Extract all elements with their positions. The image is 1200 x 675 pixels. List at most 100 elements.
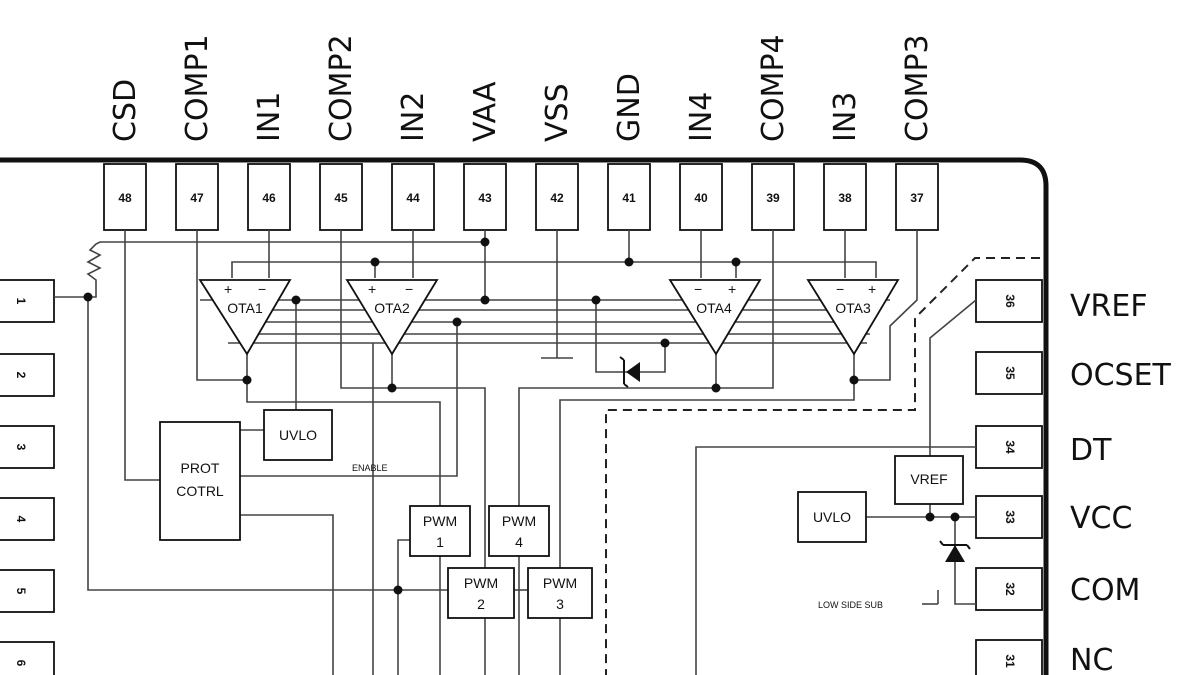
pin-number-41: 41 <box>622 191 636 205</box>
pin-number-43: 43 <box>478 191 492 205</box>
ota3-label: OTA3 <box>835 300 871 316</box>
ota2-label: OTA2 <box>374 300 410 316</box>
prot-cotrl-block <box>159 421 241 541</box>
pin-number-37: 37 <box>910 191 924 205</box>
pin-box-41 <box>607 163 651 231</box>
junction-dots <box>83 237 960 595</box>
pin-label-comp1: COMP1 <box>180 34 215 142</box>
pin-box-1 <box>0 279 55 323</box>
zener-diode-icon <box>619 356 640 388</box>
pin-box-39 <box>751 163 795 231</box>
pin-box-3 <box>0 425 55 469</box>
pin-number-40: 40 <box>694 191 708 205</box>
pin-number-36: 36 <box>1003 294 1017 308</box>
pin-number-45: 45 <box>334 191 348 205</box>
pin-label-in1: IN1 <box>252 92 287 142</box>
pin-number-2: 2 <box>14 372 28 379</box>
pin-label-comp4: COMP4 <box>756 34 791 142</box>
right-pins: 36 VREF 35 OCSET 34 DT 33 VCC 32 COM 31 … <box>975 279 1172 675</box>
ota1-label: OTA1 <box>227 300 263 316</box>
ota2-plus-sign: + <box>368 281 376 297</box>
pin-number-47: 47 <box>190 191 204 205</box>
pwm1-label: PWM <box>423 513 457 529</box>
pin-label-vcc: VCC <box>1070 501 1132 536</box>
pin-number-48: 48 <box>118 191 132 205</box>
pin-label-comp2: COMP2 <box>324 34 359 142</box>
pin-label-in4: IN4 <box>684 92 719 142</box>
vcc-zener-diode-icon <box>939 540 971 562</box>
ota1-amplifier: + − OTA1 <box>198 279 292 356</box>
wires <box>54 230 977 675</box>
left-pins: 1 2 3 4 5 6 <box>0 279 55 675</box>
pwm2-number: 2 <box>477 596 485 612</box>
pin-number-46: 46 <box>262 191 276 205</box>
pin-number-34: 34 <box>1003 440 1017 454</box>
vref-block-label: VREF <box>910 471 947 487</box>
ota1-plus-sign: + <box>224 281 232 297</box>
uvlo-right-label: UVLO <box>813 509 851 525</box>
low-side-sub-annotation: LOW SIDE SUB <box>818 600 883 610</box>
pin-label-nc: NC <box>1070 643 1113 675</box>
ota3-plus-sign: + <box>868 281 876 297</box>
isolation-boundary <box>605 257 1040 675</box>
uvlo-block-left <box>263 409 333 461</box>
pin-box-35 <box>975 351 1043 395</box>
pwm3-block <box>527 567 593 619</box>
pin-label-com: COM <box>1070 573 1140 608</box>
pwm2-block <box>447 567 515 619</box>
pwm2-label: PWM <box>464 575 498 591</box>
pin-box-5 <box>0 569 55 613</box>
pin-number-35: 35 <box>1003 366 1017 380</box>
pin-number-38: 38 <box>838 191 852 205</box>
pin-box-38 <box>823 163 867 231</box>
pin-number-4: 4 <box>14 516 28 523</box>
pin-number-42: 42 <box>550 191 564 205</box>
cotrl-label: COTRL <box>176 483 224 499</box>
ota3-amplifier: − + OTA3 <box>806 279 900 356</box>
pin-number-3: 3 <box>14 444 28 451</box>
pin-label-ocset: OCSET <box>1070 358 1172 393</box>
pin-box-32 <box>975 567 1043 611</box>
pin-label-vaa: VAA <box>468 81 503 142</box>
pin-box-36 <box>975 279 1043 323</box>
ota3-minus-sign: − <box>836 281 844 297</box>
pin-label-gnd: GND <box>612 73 647 142</box>
pin-number-31: 31 <box>1003 654 1017 668</box>
pin-label-in3: IN3 <box>828 92 863 142</box>
pwm3-label: PWM <box>543 575 577 591</box>
pin-box-48 <box>103 163 147 231</box>
vref-block <box>894 455 964 505</box>
pin-box-6 <box>0 641 55 675</box>
prot-label: PROT <box>181 460 220 476</box>
ota2-amplifier: + − OTA2 <box>345 279 439 356</box>
ic-package-outline <box>0 157 1049 675</box>
ota2-minus-sign: − <box>405 281 413 297</box>
pin-number-44: 44 <box>406 191 420 205</box>
pin-number-1: 1 <box>14 298 28 305</box>
enable-annotation: ENABLE <box>352 463 388 473</box>
pin-label-vss: VSS <box>540 83 575 142</box>
pin-label-comp3: COMP3 <box>900 34 935 142</box>
pin-number-39: 39 <box>766 191 780 205</box>
pin-number-33: 33 <box>1003 510 1017 524</box>
pin-number-5: 5 <box>14 588 28 595</box>
pin-label-vref: VREF <box>1070 289 1148 324</box>
pwm4-label: PWM <box>502 513 536 529</box>
top-pin-labels: CSD COMP1 IN1 COMP2 IN2 VAA VSS GND IN4 … <box>108 34 935 142</box>
pin-label-in2: IN2 <box>396 92 431 142</box>
uvlo-block-right <box>797 491 867 543</box>
pwm1-block <box>409 505 471 557</box>
top-pins: 48 47 46 45 44 43 42 41 40 39 38 37 <box>103 163 939 231</box>
pin-box-31 <box>975 639 1043 675</box>
pin-box-45 <box>319 163 363 231</box>
ota4-amplifier: − + OTA4 <box>668 279 762 356</box>
ota1-minus-sign: − <box>258 281 266 297</box>
pwm1-number: 1 <box>436 534 444 550</box>
pin-label-dt: DT <box>1070 433 1112 468</box>
ota4-label: OTA4 <box>696 300 732 316</box>
pin-box-2 <box>0 353 55 397</box>
pin-label-csd: CSD <box>108 79 143 142</box>
pin-box-34 <box>975 425 1043 469</box>
pin-number-32: 32 <box>1003 582 1017 596</box>
